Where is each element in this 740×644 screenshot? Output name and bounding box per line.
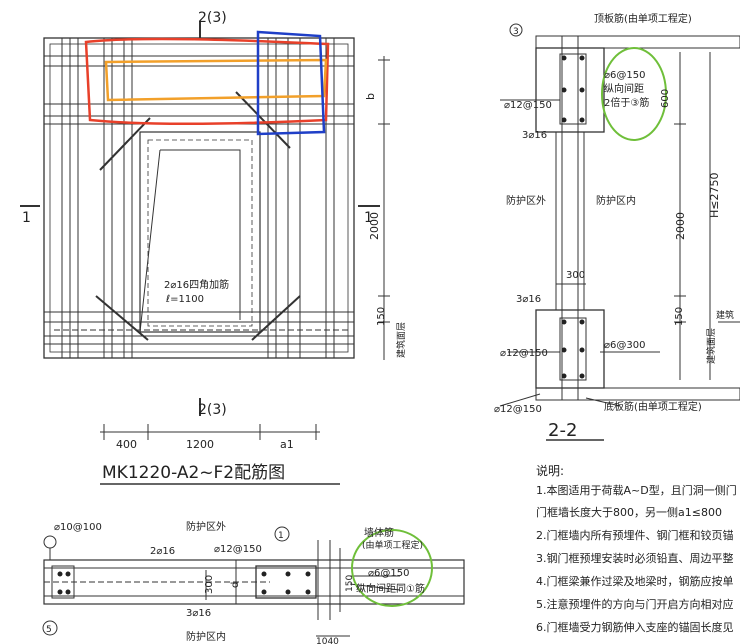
plan-section-dots xyxy=(57,571,311,595)
section-stirrup: ⌀6@150 xyxy=(604,70,645,81)
dim-h: H≤2750 xyxy=(708,173,721,218)
rebar-top-left: ⌀10@100 xyxy=(54,522,102,533)
section-stirrup-bottom: ⌀6@300 xyxy=(604,340,645,351)
note-1b: 门框墙长度大于800，另一侧a1≤800 xyxy=(536,506,722,519)
section-mark-bottom: 2(3) xyxy=(198,402,227,418)
dim-b: b xyxy=(364,93,377,100)
section-1-left: 1 xyxy=(22,210,31,226)
outside-zone: 防护区外 xyxy=(506,194,546,207)
plan-section-longitudinal: 纵向间距同①筋 xyxy=(356,582,425,595)
corner-bar-label: 2⌀16四角加筋 xyxy=(164,278,229,291)
circle-marks xyxy=(42,526,290,636)
rebar-3d16-top: 3⌀16 xyxy=(522,130,547,141)
plan-title: MK1220-A2~F2配筋图 xyxy=(102,463,285,483)
plan-drawing xyxy=(20,22,390,485)
section-drawing xyxy=(499,35,740,441)
note-6: 6.门框墙受力钢筋伸入支座的锚固长度见 xyxy=(536,621,734,634)
plan-section-dim-300: 300 xyxy=(204,575,215,594)
plan-section-outside: 防护区外 xyxy=(186,520,226,533)
section-floor-label: 建筑面层 xyxy=(705,328,717,364)
section-mark-top: 2(3) xyxy=(198,10,227,26)
rebar-12: ⌀12@150 xyxy=(214,544,262,555)
section-dim-2000: 2000 xyxy=(674,212,687,240)
rebar-left-top: ⌀12@150 xyxy=(504,100,552,111)
rebar-left-bottom: ⌀12@150 xyxy=(500,348,548,359)
circle-mark-5: 5 xyxy=(46,625,52,635)
green-annotation-bottom xyxy=(351,529,433,607)
bottom-slab-label: 底板筋(由单项工程定) xyxy=(604,400,702,413)
plan-section-inside: 防护区内 xyxy=(186,630,226,643)
corner-bar-length: ℓ=1100 xyxy=(166,294,204,305)
rebar-3d16-bottom: 3⌀16 xyxy=(516,294,541,305)
orange-annotation xyxy=(104,58,328,102)
top-slab-label: 顶板筋(由单项工程定) xyxy=(594,12,692,25)
section-dim-150: 150 xyxy=(674,307,685,326)
section-dim-300: 300 xyxy=(566,270,585,281)
note-4: 4.门框梁兼作过梁及地梁时，钢筋应按单 xyxy=(536,575,734,588)
rebar-2d16: 2⌀16 xyxy=(150,546,175,557)
section-title: 2-2 xyxy=(548,420,577,441)
circle-mark-3: 3 xyxy=(513,27,519,37)
dim-600: 600 xyxy=(660,89,671,108)
note-5: 5.注意预埋件的方向与门开启方向相对应 xyxy=(536,598,734,611)
dim-400: 400 xyxy=(116,438,137,451)
dim-2000: 2000 xyxy=(368,212,381,240)
circle-mark-1: 1 xyxy=(278,531,284,541)
plan-section-stirrup: ⌀6@150 xyxy=(368,568,409,579)
note-3: 3.钢门框预埋安装时必须铅直、周边平整 xyxy=(536,552,734,565)
wall-rebar-note: (由单项工程定) xyxy=(362,539,423,551)
longitudinal-note-1: 纵向间距 xyxy=(604,82,644,95)
blue-annotation xyxy=(256,30,326,136)
plan-floor-label: 建筑面层 xyxy=(395,322,407,358)
plan-section-3d16: 3⌀16 xyxy=(186,608,211,619)
rebar-dots xyxy=(509,23,585,379)
dim-150: 150 xyxy=(376,307,387,326)
wall-rebar: 墙体筋 xyxy=(364,526,394,539)
section-1-right: 1 xyxy=(364,210,373,226)
plan-section-dim-150: 150 xyxy=(345,575,355,592)
note-1: 1.本图适用于荷载A~D型，且门洞一侧门 xyxy=(536,484,737,497)
inside-zone: 防护区内 xyxy=(596,194,636,207)
bottom-left-rebar: ⌀12@150 xyxy=(494,404,542,415)
longitudinal-note-2: 2倍于③筋 xyxy=(604,96,649,109)
dim-a1: a1 xyxy=(280,438,294,451)
note-2: 2.门框墙内所有预埋件、钢门框和铰页锚 xyxy=(536,529,734,542)
green-annotation-top xyxy=(601,47,667,141)
red-annotation xyxy=(84,37,330,126)
plan-section-dim-1040: 1040 xyxy=(316,637,339,644)
dim-1200: 1200 xyxy=(186,438,214,451)
plan-section-drawing xyxy=(43,540,465,637)
level-mark: 建筑 xyxy=(716,309,734,321)
plan-section-dim-d: d xyxy=(230,582,241,588)
notes-heading: 说明: xyxy=(536,464,565,478)
